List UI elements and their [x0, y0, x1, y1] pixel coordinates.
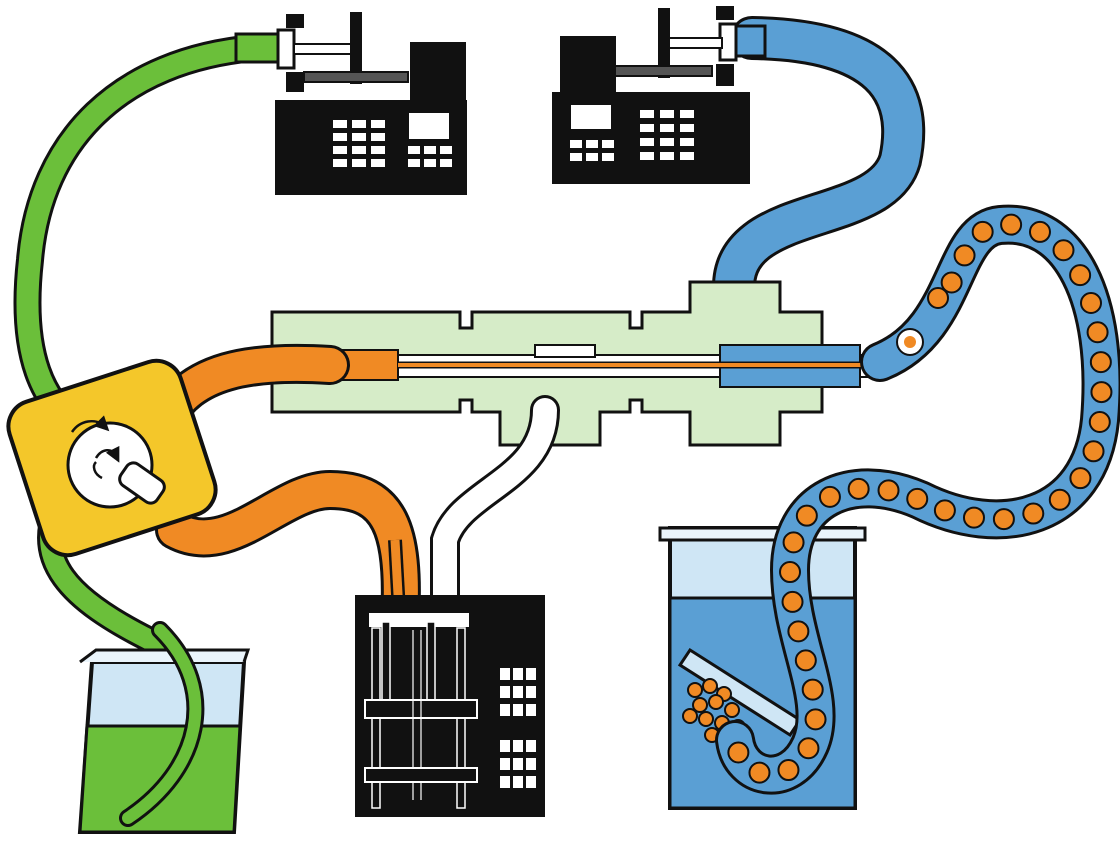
droplet	[1084, 441, 1104, 461]
droplet	[798, 738, 818, 758]
droplet	[994, 509, 1014, 529]
white-tube	[445, 410, 545, 600]
flow-focusing-device	[272, 282, 880, 445]
droplet	[1030, 222, 1050, 242]
droplet	[820, 487, 840, 507]
pump-display	[408, 112, 450, 140]
droplet	[728, 743, 748, 763]
pump-display	[570, 104, 612, 130]
droplet	[1070, 468, 1090, 488]
droplet	[907, 489, 927, 509]
droplet	[806, 709, 826, 729]
dual-syringe-pump	[355, 595, 545, 817]
droplet	[1088, 322, 1108, 342]
droplet	[973, 222, 993, 242]
droplet	[935, 500, 955, 520]
droplet	[1050, 490, 1070, 510]
droplet	[964, 508, 984, 528]
syringe-pump-right	[552, 6, 765, 184]
droplet	[1091, 352, 1111, 372]
droplet	[788, 621, 808, 641]
syringe-pump-left	[236, 12, 467, 195]
droplet	[1054, 240, 1074, 260]
droplet	[1070, 265, 1090, 285]
droplet	[1001, 215, 1021, 235]
droplet	[955, 245, 975, 265]
waste-beaker	[80, 630, 248, 832]
droplet	[1081, 293, 1101, 313]
droplet	[797, 506, 817, 526]
droplet	[1090, 412, 1110, 432]
droplet	[780, 562, 800, 582]
droplet	[1023, 504, 1043, 524]
droplet	[749, 763, 769, 783]
droplet	[796, 650, 816, 670]
droplet	[784, 532, 804, 552]
droplet	[803, 680, 823, 700]
droplet	[783, 592, 803, 612]
droplet	[778, 760, 798, 780]
droplet	[879, 480, 899, 500]
droplet	[849, 479, 869, 499]
droplet	[1091, 382, 1111, 402]
